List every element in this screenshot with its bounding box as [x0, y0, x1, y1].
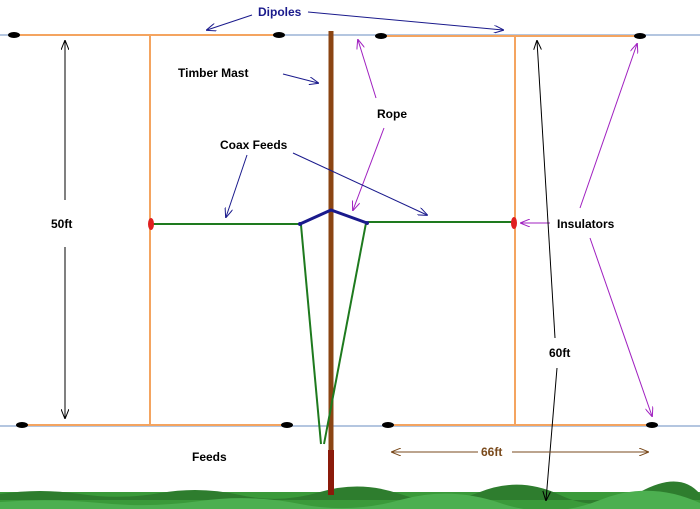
rope-arrow-up [358, 40, 377, 99]
dipoles-arrow-right [307, 11, 503, 30]
right-coax-down [323, 222, 367, 445]
height-60ft-arrow-down [546, 367, 558, 500]
left-center-insulator [148, 218, 154, 230]
dipoles-arrow-left [207, 14, 253, 30]
insulators-arrow-down [589, 237, 652, 416]
end-insulators [8, 32, 658, 428]
ground [0, 481, 700, 509]
timber-mast-arrow [282, 73, 318, 83]
coax-feeds-arrow-right [292, 152, 427, 215]
dipoles-label: Dipoles [258, 5, 302, 19]
left-coax-down [300, 224, 322, 445]
coax-feeds-label: Coax Feeds [220, 138, 288, 152]
insulators-label: Insulators [557, 217, 615, 231]
left-feed-point [298, 222, 302, 226]
right-center-insulator [511, 217, 517, 229]
coax-feeds-arrow-left [226, 154, 248, 217]
timber-mast-label: Timber Mast [178, 66, 248, 80]
length-66ft-label: 66ft [481, 445, 502, 459]
rope-v [299, 208, 368, 226]
insulators-arrow-up [579, 44, 637, 209]
right-feed-point [365, 221, 369, 225]
feeds-label: Feeds [192, 450, 227, 464]
rope-label: Rope [377, 107, 407, 121]
rope-arrow-down [353, 127, 385, 210]
height-50ft-label: 50ft [51, 217, 72, 231]
height-60ft-label: 60ft [549, 346, 570, 360]
height-60ft-arrow-up [537, 41, 556, 339]
